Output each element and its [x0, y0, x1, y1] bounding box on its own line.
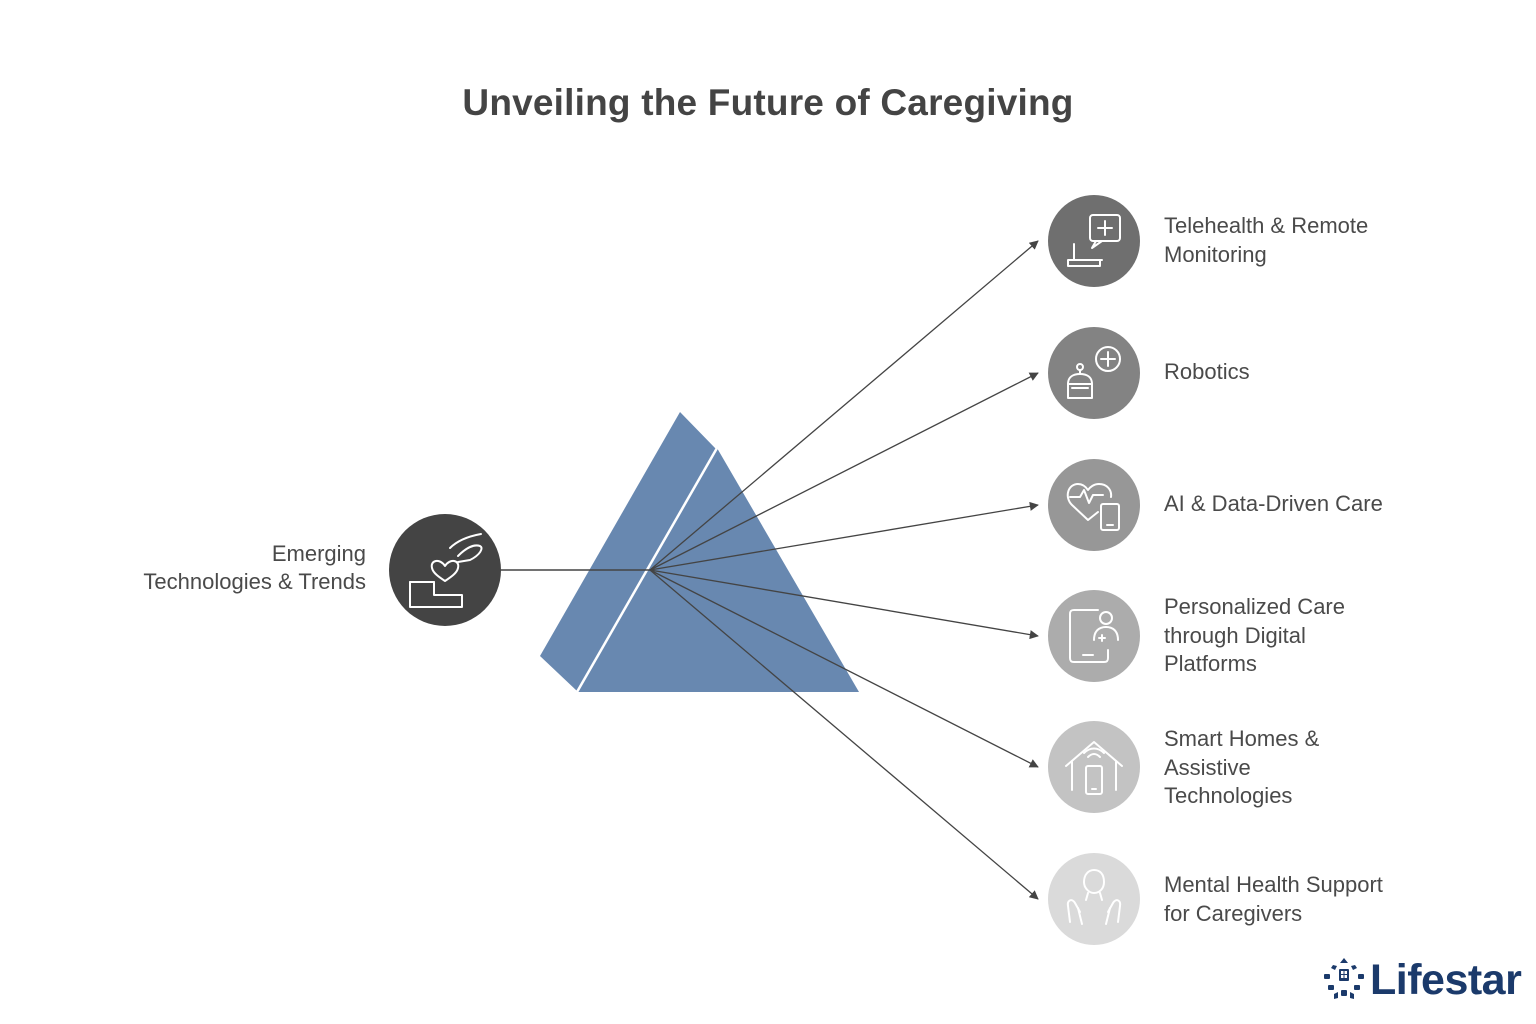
star-house-icon	[1324, 958, 1364, 999]
source-circle	[389, 514, 501, 626]
label-line: Platforms	[1164, 651, 1257, 676]
arrow-telehealth	[649, 240, 1039, 571]
heartbeat-device-icon	[1066, 483, 1120, 531]
source-label-line: Technologies & Trends	[143, 569, 366, 594]
node-telehealth	[1048, 195, 1140, 287]
prism-front-face	[577, 448, 859, 692]
node-ai-care	[1048, 459, 1140, 551]
laptop-medical-chat-icon	[1067, 214, 1121, 267]
arrow-mental-health	[649, 569, 1039, 900]
label-line: for Caregivers	[1164, 900, 1303, 926]
hands-head-icon	[1066, 869, 1122, 925]
label-line: Technologies	[1164, 783, 1293, 808]
arrow-robotics	[649, 372, 1039, 571]
label-line: Monitoring	[1164, 241, 1267, 267]
hand-heart-icon	[409, 533, 483, 608]
robot-medical-icon	[1067, 346, 1121, 399]
brand-logo: Lifestar	[1320, 952, 1526, 1008]
page-title: Unveiling the Future of Caregiving	[462, 82, 1074, 123]
outgoing-arrows	[649, 240, 1039, 900]
node-circle	[1048, 459, 1140, 551]
label-line: Smart Homes &	[1164, 726, 1320, 751]
node-mental-health	[1048, 853, 1140, 945]
label-personalized-care: Personalized Care through Digital Platfo…	[1164, 593, 1494, 679]
label-ai-care: AI & Data-Driven Care	[1164, 490, 1494, 519]
node-personalized-care	[1048, 590, 1140, 682]
node-circle	[1048, 853, 1140, 945]
prism	[540, 412, 859, 693]
prism-back-face	[540, 412, 716, 691]
source-label: Emerging Technologies & Trends	[110, 540, 366, 596]
node-robotics	[1048, 327, 1140, 419]
arrow-ai-care	[649, 501, 1039, 571]
label-line: Robotics	[1164, 359, 1250, 384]
source-label-line: Emerging	[271, 541, 366, 566]
smart-home-phone-icon	[1065, 741, 1123, 795]
brand-name: Lifestar	[1370, 956, 1522, 1004]
arrow-smart-homes	[649, 569, 1039, 768]
label-telehealth: Telehealth & Remote Monitoring	[1164, 212, 1494, 269]
label-line: Assistive	[1164, 754, 1251, 780]
label-line: Mental Health Support	[1164, 872, 1383, 897]
arrow-personalized-care	[649, 569, 1039, 640]
label-line: Telehealth & Remote	[1164, 213, 1369, 238]
label-robotics: Robotics	[1164, 358, 1494, 387]
label-mental-health: Mental Health Support for Caregivers	[1164, 871, 1494, 928]
label-line: AI & Data-Driven Care	[1164, 491, 1383, 516]
label-line: Personalized Care	[1164, 594, 1345, 619]
label-line: through Digital	[1164, 622, 1306, 648]
label-smart-homes: Smart Homes & Assistive Technologies	[1164, 725, 1494, 811]
node-circle	[1048, 327, 1140, 419]
source-node	[389, 514, 501, 626]
tablet-user-icon	[1069, 609, 1119, 663]
node-smart-homes	[1048, 721, 1140, 813]
